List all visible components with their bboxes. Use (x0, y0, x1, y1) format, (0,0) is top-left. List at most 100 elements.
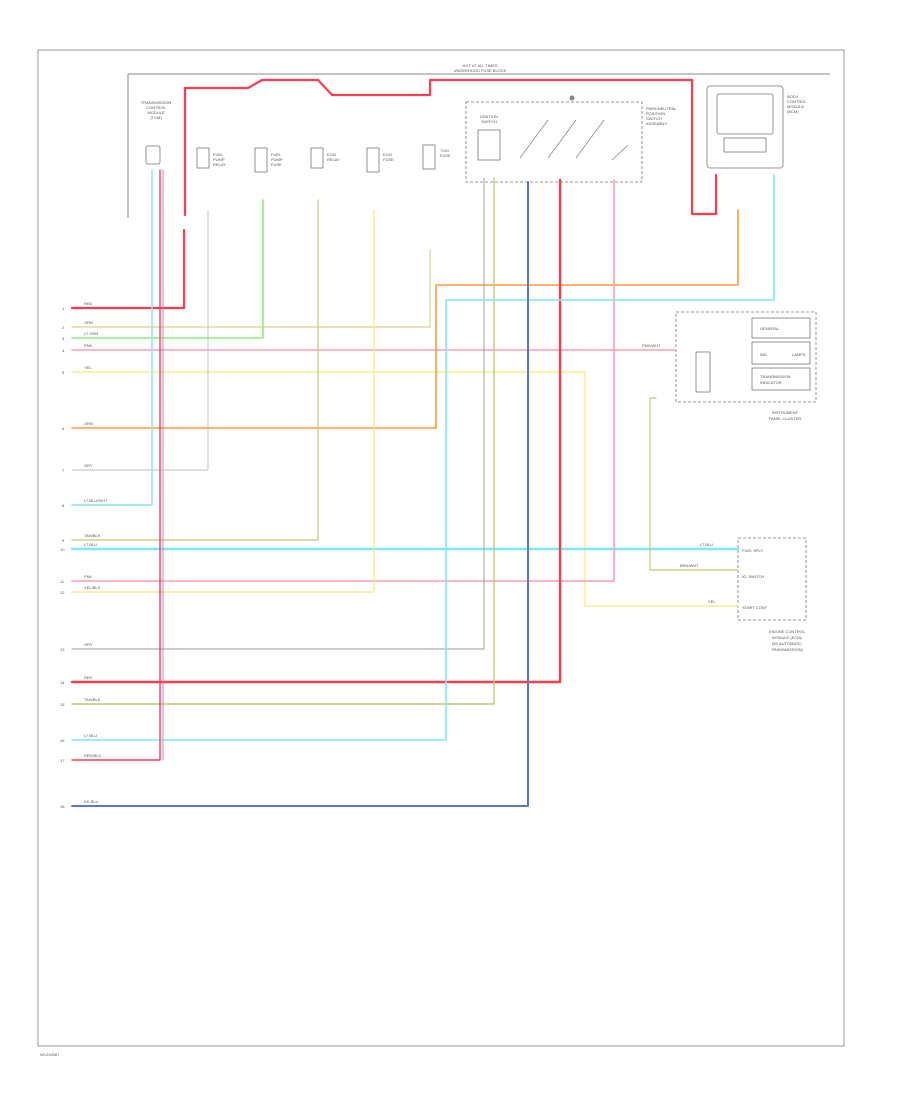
ecm-title-1: ENGINE CONTROL (769, 629, 806, 634)
pin-3: 3 (62, 336, 65, 341)
bus-top-label: HOT AT ALL TIMES (462, 63, 497, 68)
wire-8-cyan (71, 169, 153, 506)
wire-label-9: TAN/BLK (84, 533, 101, 538)
wire-1-red (70, 228, 186, 310)
pin-18: 18 (60, 804, 65, 809)
wire-label-8: LT BLU/WHT (84, 498, 108, 503)
gear-switch-line-1: PARK/NEUTRAL (646, 106, 677, 111)
left-module-line-3: MODULE (147, 110, 164, 115)
wire-red-top-feed (183, 78, 718, 217)
wire-label-5: YEL (84, 365, 92, 370)
left-module-line-2: CONTROL (146, 105, 166, 110)
left-module: TRANSMISSION CONTROL MODULE (TCM) (141, 100, 172, 165)
wire-label-11: PNK (84, 574, 93, 579)
cluster-label-2: PANEL CLUSTER (769, 416, 802, 421)
cluster-inner-3: LAMPS (792, 352, 806, 357)
left-module-line-1: TRANSMISSION (141, 100, 172, 105)
wire-7-gray (71, 209, 209, 471)
wire-label-17: RED/BLK (84, 753, 101, 758)
ecm-pin-1: FUEL SPLY (742, 548, 763, 553)
relay-1-label-a: FUEL (213, 152, 224, 157)
ignition-switch-line-2: SWITCH (481, 119, 497, 124)
pin-12: 12 (60, 590, 65, 595)
wire-11-pink (71, 179, 615, 582)
wire-13-gray (71, 177, 485, 650)
wire-label-14: RED (84, 675, 93, 680)
instrument-cluster: GENERAL IND LAMPS TRANSMISSION INDICATOR… (675, 311, 817, 421)
pin-16: 16 (60, 738, 65, 743)
wire-label-13: GRY (84, 642, 93, 647)
pin-5: 5 (62, 370, 65, 375)
relay-2-label-a: FUEL (271, 152, 282, 157)
relay-2-label-c: FUSE (271, 162, 282, 167)
wire-17-red (71, 169, 161, 761)
cluster-inner-1: GENERAL (760, 326, 780, 331)
pin-7: 7 (62, 468, 65, 473)
wire-9-olive (71, 199, 319, 541)
pin-14: 14 (60, 680, 65, 685)
right-wire-label-2: LT BLU (700, 542, 713, 547)
wire-label-15: TAN/BLK (84, 697, 101, 702)
gear-switch-line-2: POSITION (646, 111, 665, 116)
cluster-inner-5: INDICATOR (760, 380, 782, 385)
right-module-line-4: (BCM) (787, 109, 799, 114)
gear-selector-switch: PARK/NEUTRAL POSITION SWITCH ASSEMBLY (465, 95, 677, 183)
ecm-pin-2: IG. SWITCH (742, 574, 764, 579)
bus-sub-label: UNDERHOOD FUSE BLOCK (454, 68, 507, 73)
wire-18-blue (71, 181, 529, 807)
left-pin-numbers: 1 2 3 4 5 6 7 8 9 10 11 12 13 14 15 16 1… (60, 306, 65, 809)
diagram-frame (37, 49, 845, 1047)
cluster-label-1: INSTRUMENT (772, 410, 799, 415)
gear-switch-line-3: SWITCH (646, 116, 662, 121)
pin-13: 13 (60, 647, 65, 652)
wire-5-yellow (71, 371, 739, 607)
left-wire-labels: RED ORN LT GRN PNK YEL ORN GRY LT BLU/WH… (84, 301, 108, 804)
fuse-block-bus: HOT AT ALL TIMES UNDERHOOD FUSE BLOCK (127, 63, 830, 218)
pin-15: 15 (60, 702, 65, 707)
ecm-pin-3: START CONT (742, 605, 768, 610)
pin-4: 4 (62, 348, 65, 353)
relay-3-label-a: ECM (327, 152, 336, 157)
wire-label-3: LT GRN (84, 331, 98, 336)
wire-15-olive (71, 177, 495, 705)
pin-11: 11 (60, 579, 65, 584)
ecm-title-2: MODULE (ECM) (772, 635, 802, 640)
wire-label-1: RED (84, 301, 93, 306)
relay-4-label-a: ECM (383, 152, 392, 157)
pin-8: 8 (62, 503, 65, 508)
relay-5-label-b: FUSE (440, 153, 451, 158)
wire-16-cyan (71, 174, 775, 741)
wire-label-7: GRY (84, 463, 93, 468)
relay-4-label-b: FUSE (383, 157, 394, 162)
wire-label-12: YEL/BLK (84, 585, 101, 590)
right-wire-label-3: BRN/WHT (680, 563, 699, 568)
relay-2-label-b: PUMP (271, 157, 283, 162)
right-wire-label-4: YEL (708, 599, 716, 604)
pin-2: 2 (62, 325, 65, 330)
cluster-inner-2: IND (760, 352, 767, 357)
wire-12-yellow (71, 209, 375, 593)
right-wire-label-1: PNK/WHT (642, 343, 661, 348)
pin-17: 17 (60, 758, 65, 763)
wire-label-10: LT BLU (84, 542, 97, 547)
pin-1: 1 (62, 306, 65, 311)
wire-14-red (70, 178, 562, 684)
wire-label-2: ORN (84, 320, 93, 325)
wire-3-green (71, 199, 264, 339)
wire-6-orange (71, 209, 739, 429)
footer-code: W1234567 (40, 1052, 60, 1057)
relay-1-label-c: RELAY (213, 162, 226, 167)
relay-1-label-b: PUMP (213, 157, 225, 162)
wire-label-16: LT BLU (84, 733, 97, 738)
right-wire-labels: PNK/WHT LT BLU BRN/WHT YEL (642, 343, 716, 604)
right-module-line-2: CONTROL (787, 99, 807, 104)
wires (70, 78, 775, 807)
right-module: BODY CONTROL MODULE (BCM) (706, 85, 807, 169)
ignition-switch-line-1: IGNITION (480, 114, 498, 119)
engine-control-module: FUEL SPLY IG. SWITCH START CONT ENGINE C… (737, 537, 807, 652)
wire-label-18: DK BLU (84, 799, 99, 804)
gear-switch-line-4: ASSEMBLY (646, 121, 668, 126)
ecm-title-4: TRANSMISSION) (771, 647, 803, 652)
wire-label-4: PNK (84, 343, 93, 348)
